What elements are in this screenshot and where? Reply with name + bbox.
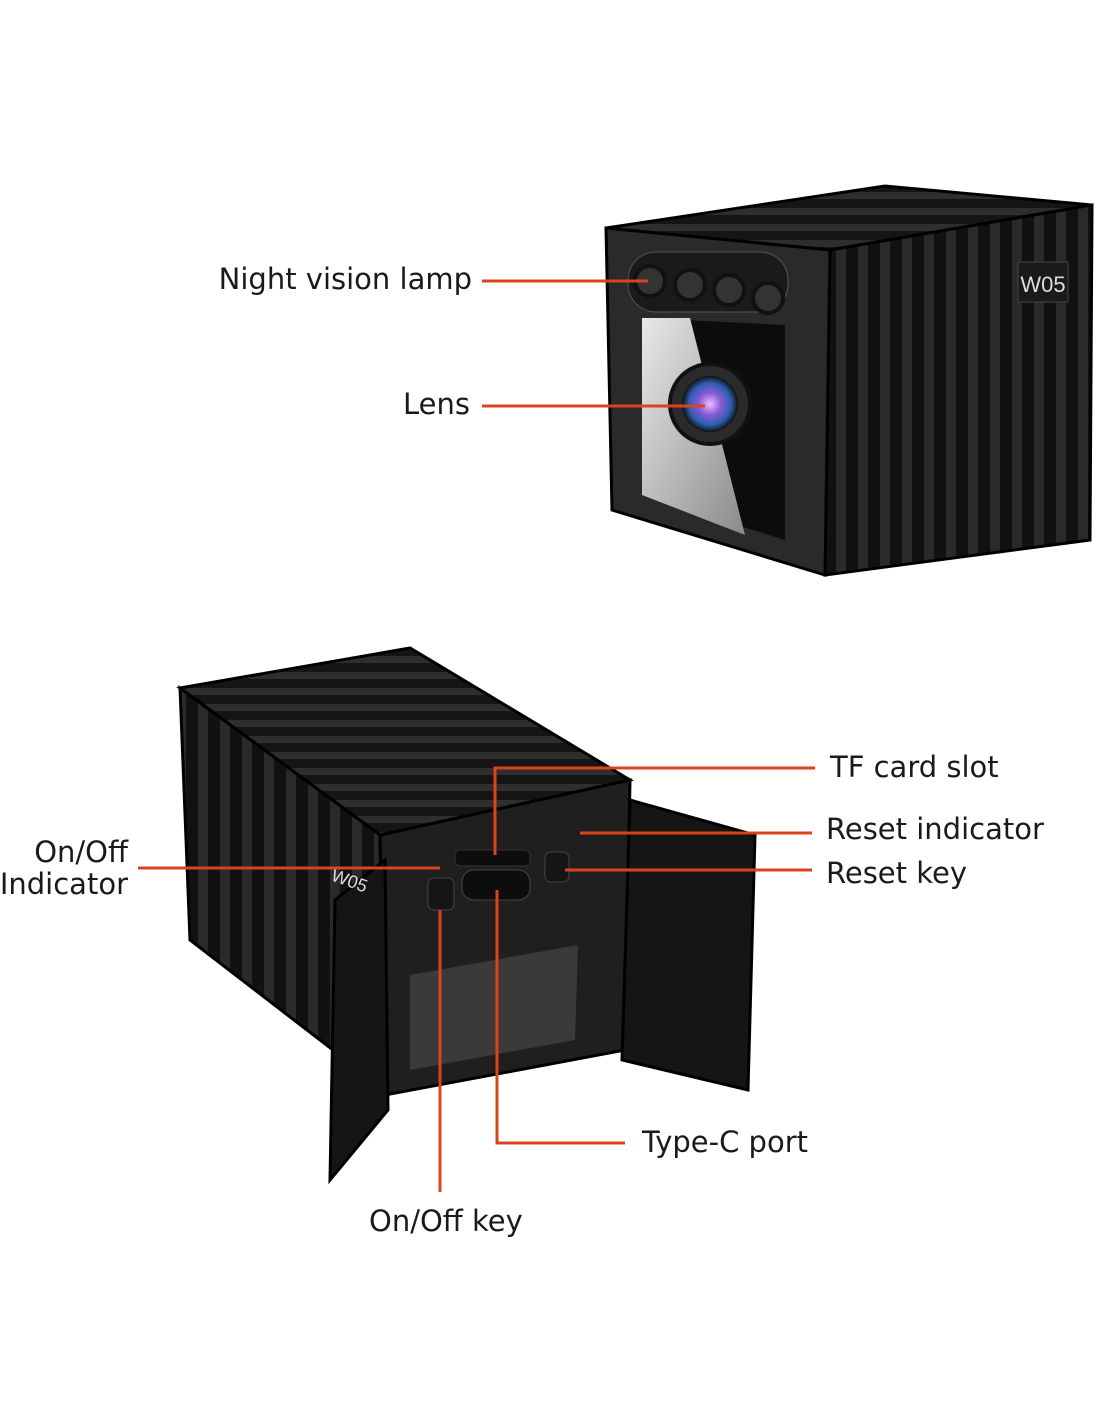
lens-glass bbox=[682, 376, 738, 432]
label-on-off-key: On/Off key bbox=[369, 1204, 523, 1238]
callout-line-type-c bbox=[495, 890, 625, 1145]
label-type-c-port: Type-C port bbox=[642, 1125, 808, 1159]
open-door-right bbox=[620, 798, 757, 1092]
back-camera-illustration: W05 bbox=[176, 646, 757, 1185]
label-reset-key: Reset key bbox=[826, 856, 967, 890]
model-badge: W05 bbox=[1020, 272, 1065, 297]
label-on-off-indicator-line2: Indicator bbox=[0, 867, 128, 901]
open-door-left bbox=[328, 856, 390, 1185]
callout-line-tf-card bbox=[493, 766, 815, 855]
label-lens: Lens bbox=[403, 387, 470, 421]
label-reset-indicator: Reset indicator bbox=[826, 812, 1044, 846]
label-night-vision-lamp: Night vision lamp bbox=[218, 262, 472, 296]
label-tf-card-slot: TF card slot bbox=[830, 750, 999, 784]
callout-lines bbox=[138, 279, 815, 1192]
label-on-off-indicator-line1: On/Off bbox=[34, 835, 128, 869]
front-camera-illustration: W05 bbox=[604, 184, 1094, 578]
